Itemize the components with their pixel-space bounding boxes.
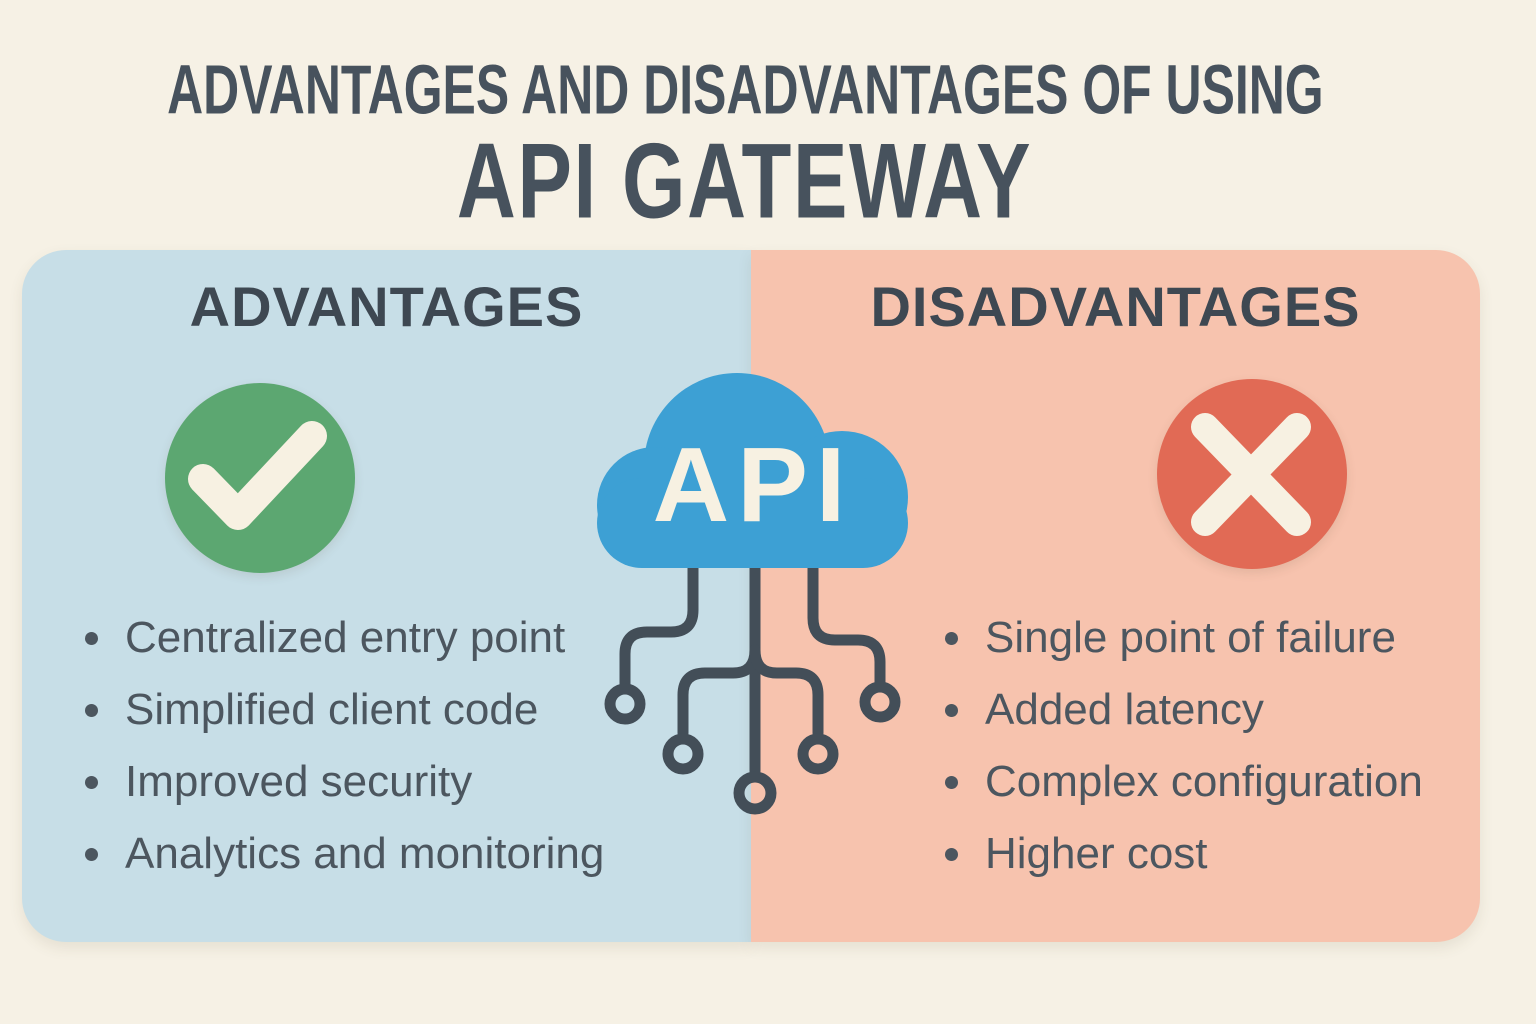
bullet-dot (85, 775, 98, 789)
disadvantages-panel: DISADVANTAGES (751, 250, 1480, 942)
list-item: Complex configuration (945, 746, 1423, 818)
cloud-shape (597, 373, 908, 568)
list-item: Added latency (945, 674, 1423, 746)
advantages-heading: ADVANTAGES (189, 275, 584, 338)
list-item: Analytics and monitoring (85, 818, 604, 890)
list-item: Single point of failure (945, 602, 1423, 674)
list-item-label: Added latency (985, 685, 1264, 734)
list-item-label: Higher cost (985, 829, 1208, 878)
list-item-label: Improved security (125, 757, 473, 806)
circuit-tree (604, 554, 901, 815)
bullet-dot (945, 847, 958, 861)
bullet-dot (85, 631, 98, 645)
list-item-label: Single point of failure (985, 613, 1396, 662)
disadvantages-heading: DISADVANTAGES (870, 275, 1361, 338)
check-mark-glyph (188, 421, 327, 530)
title-line-2-text: API GATEWAY (457, 121, 1033, 241)
bullet-dot (85, 703, 98, 717)
api-label: API (653, 426, 854, 544)
list-item: Higher cost (945, 818, 1423, 890)
list-item-label: Centralized entry point (125, 613, 566, 662)
advantages-panel: ADVANTAGES (22, 250, 751, 942)
list-item-label: Complex configuration (985, 757, 1423, 806)
bullet-dot (85, 847, 98, 861)
api-cloud-icon: API (597, 373, 908, 815)
title-line-1: ADVANTAGES AND DISADVANTAGES OF USING (0, 50, 1490, 129)
title-line-1-text: ADVANTAGES AND DISADVANTAGES OF USING (166, 51, 1324, 129)
bullet-dot (945, 631, 958, 645)
bullet-dot (945, 775, 958, 789)
check-icon (165, 383, 355, 573)
list-item-label: Analytics and monitoring (125, 829, 605, 878)
bullet-dot (945, 703, 958, 717)
title-line-2: API GATEWAY (0, 120, 1490, 241)
cross-mark-glyph (1191, 413, 1311, 536)
disadvantages-list: Single point of failure Added latency Co… (945, 602, 1423, 890)
list-item: Improved security (85, 746, 604, 818)
cross-icon (1157, 379, 1347, 569)
list-item: Simplified client code (85, 674, 604, 746)
list-item-label: Simplified client code (125, 685, 539, 734)
advantages-list: Centralized entry point Simplified clien… (85, 602, 604, 890)
list-item: Centralized entry point (85, 602, 604, 674)
